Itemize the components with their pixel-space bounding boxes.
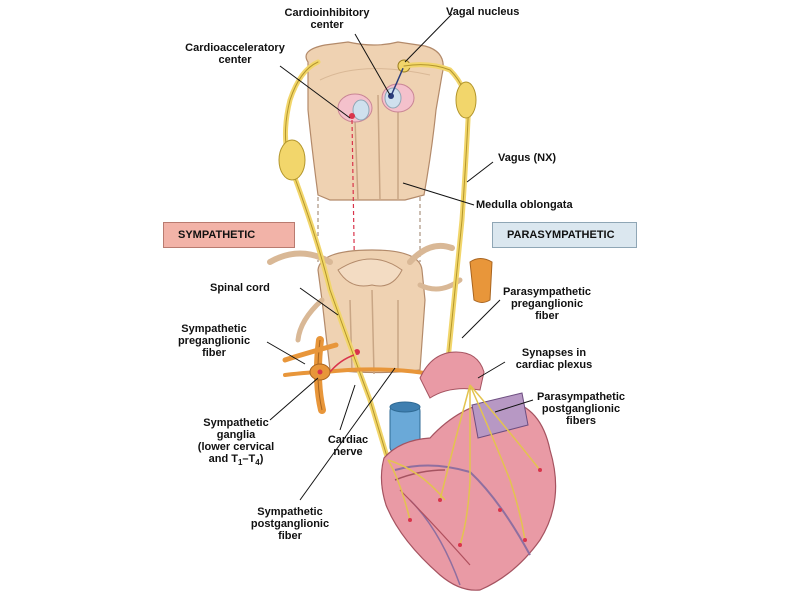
label-sympathetic-preganglionic-fiber: Sympathetic preganglionic fiber (177, 323, 251, 359)
label-cardioacceleratory-center: Cardioacceleratory center (185, 42, 285, 66)
leader-lines (266, 13, 534, 501)
synapse-dots (408, 468, 542, 547)
parasympathetic-box: PARASYMPATHETIC (492, 222, 637, 248)
label-synapses-cardiac-plexus: Synapses in cardiac plexus (515, 347, 593, 371)
label-parasympathetic-preganglionic-fiber: Parasympathetic preganglionic fiber (502, 286, 592, 322)
label-cardiac-nerve: Cardiac nerve (327, 434, 369, 458)
vertebral-structure-right (469, 258, 493, 303)
sympathetic-chain (282, 336, 457, 414)
aorta (419, 351, 485, 399)
descending-pathway (351, 119, 357, 361)
cardiac-plexus-fibers (387, 384, 541, 546)
label-parasympathetic-postganglionic-fibers: Parasympathetic postganglionic fibers (536, 391, 626, 427)
label-cardioinhibitory-center: Cardioinhibitory center (284, 7, 370, 31)
left-yellow-nerve (278, 59, 391, 463)
label-sympathetic-ganglia: Sympathetic ganglia (lower cervical and … (197, 417, 275, 468)
label-sympathetic-postganglionic-fiber: Sympathetic postganglionic fiber (250, 506, 330, 542)
label-vagal-nucleus: Vagal nucleus (446, 6, 520, 18)
label-vagus-nerve: Vagus (NX) (498, 152, 557, 164)
label-medulla-oblongata: Medulla oblongata (476, 199, 573, 211)
spinal-cord (267, 242, 463, 375)
label-spinal-cord: Spinal cord (210, 282, 270, 294)
sympathetic-box: SYMPATHETIC (163, 222, 295, 248)
